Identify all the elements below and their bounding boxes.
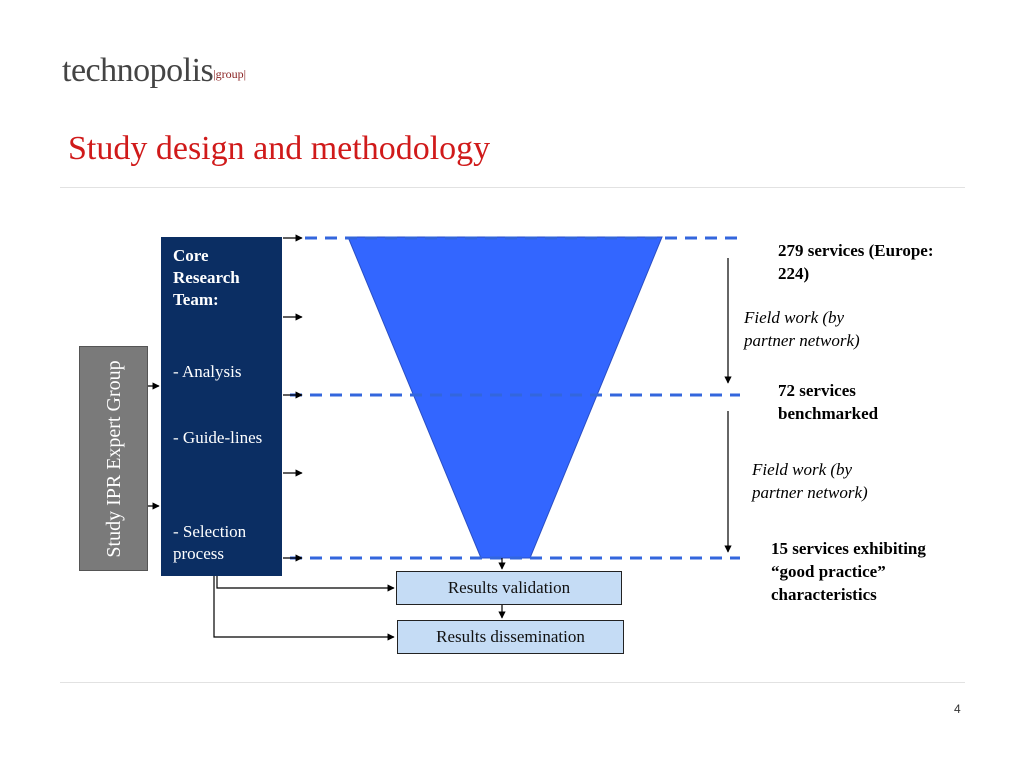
level-label-15: 15 services exhibiting “good practice” c… <box>771 539 926 604</box>
results-dissemination-box: Results dissemination <box>397 620 624 654</box>
connector-to-dissemination <box>213 576 395 641</box>
field-work-label-1: Field work (by partner network) <box>744 308 860 350</box>
core-item-guidelines: - Guide-lines <box>173 428 263 447</box>
funnel-shape <box>347 236 663 559</box>
page-number: 4 <box>954 702 961 716</box>
core-research-team-box: Core Research Team: - Analysis - Guide-l… <box>161 237 282 576</box>
page-title: Study design and methodology <box>68 130 491 167</box>
core-item-analysis: - Analysis <box>173 362 242 381</box>
level-label-279: 279 services (Europe: 224) <box>778 241 934 283</box>
bottom-divider <box>60 682 965 683</box>
results-validation-box: Results validation <box>396 571 622 605</box>
expert-group-box: Study IPR Expert Group <box>79 346 148 571</box>
technopolis-logo: technopolis|group| <box>62 52 246 90</box>
logo-text: technopolis <box>62 52 214 89</box>
connector-to-validation <box>216 576 395 592</box>
top-divider <box>60 187 965 188</box>
field-work-label-2: Field work (by partner network) <box>752 460 868 502</box>
expert-group-label: Study IPR Expert Group <box>102 359 125 558</box>
core-item-selection: - Selection process <box>173 522 247 563</box>
logo-group-suffix: |group| <box>213 67 247 81</box>
core-team-title: Core Research Team: <box>173 246 240 309</box>
level-label-72: 72 services benchmarked <box>778 381 879 423</box>
